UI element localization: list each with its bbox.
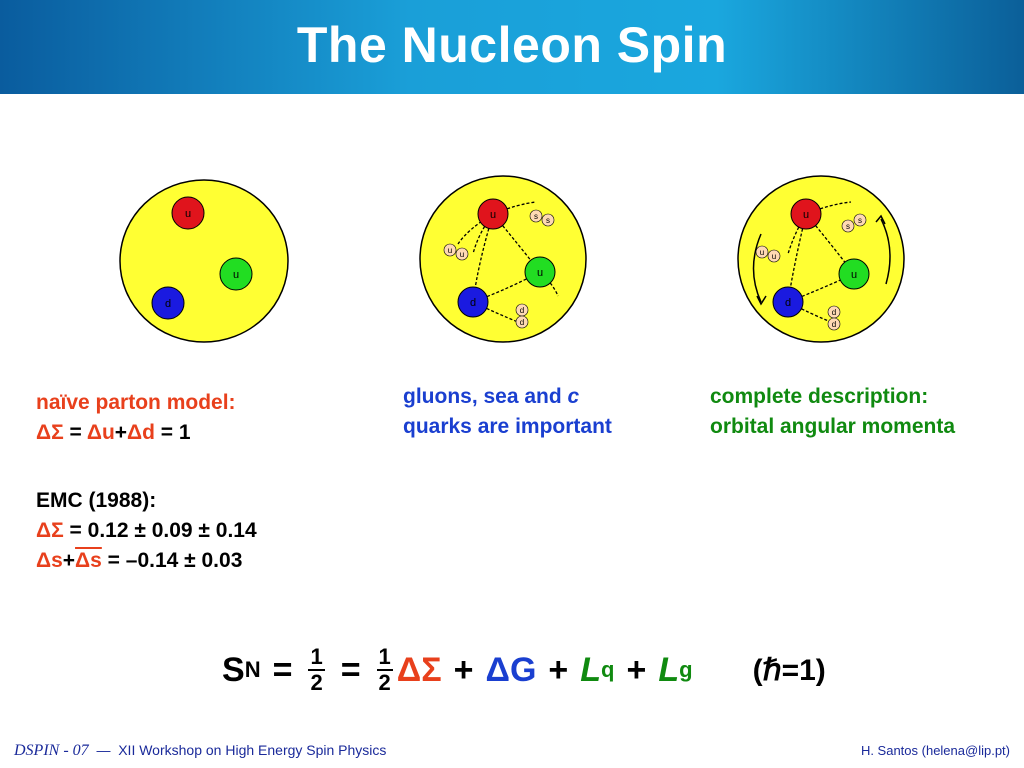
quark-label: u (803, 209, 809, 221)
sea-quark-label: s (534, 212, 538, 221)
orbital-note: complete description: orbital angular mo… (710, 385, 956, 438)
proton-diagram-sea: u u d s s u u d d (419, 175, 587, 343)
sea-quark-label: d (520, 318, 524, 327)
slide-title: The Nucleon Spin (296, 17, 728, 73)
sea-quark-label: d (832, 320, 836, 329)
footer-author: H. Santos (helena@lip.pt) (860, 743, 1010, 758)
footer-left: DSPIN - 07 — XII Workshop on High Energy… (14, 742, 387, 759)
quark-label: d (785, 297, 791, 309)
sea-quark-label: u (448, 246, 452, 255)
quark-label: u (185, 208, 191, 220)
sea-quark-label: u (772, 252, 776, 261)
sea-quark-label: d (520, 306, 524, 315)
sea-quark-label: s (846, 222, 850, 231)
naive-sum-rule: ΔΣ = Δu+Δd = 1 (36, 421, 191, 444)
emc-label: EMC (1988): (36, 489, 157, 512)
title-bar: The Nucleon Spin (0, 0, 1024, 94)
quark-label: u (537, 267, 543, 279)
sea-quark-label: s (546, 216, 550, 225)
proton-diagram-naive: u u d (119, 179, 289, 343)
quark-label: u (490, 209, 496, 221)
emc-delta-s: Δs+Δs = –0.14 ± 0.03 (36, 549, 243, 572)
sea-quark-label: u (760, 248, 764, 257)
quark-label: d (165, 298, 171, 310)
quark-label: u (233, 269, 239, 281)
proton-diagram-orbital: u u d s s u u d d (737, 175, 905, 343)
emc-delta-sigma: ΔΣ = 0.12 ± 0.09 ± 0.14 (36, 519, 257, 542)
naive-model-label: naïve parton model: (36, 391, 236, 414)
sea-quark-label: u (460, 250, 464, 259)
gluons-sea-note: gluons, sea and c quarks are important (403, 385, 612, 438)
footer: DSPIN - 07 — XII Workshop on High Energy… (0, 738, 1024, 764)
sea-quark-label: s (858, 216, 862, 225)
sea-quark-label: d (832, 308, 836, 317)
quark-label: d (470, 297, 476, 309)
quark-label: u (851, 269, 857, 281)
